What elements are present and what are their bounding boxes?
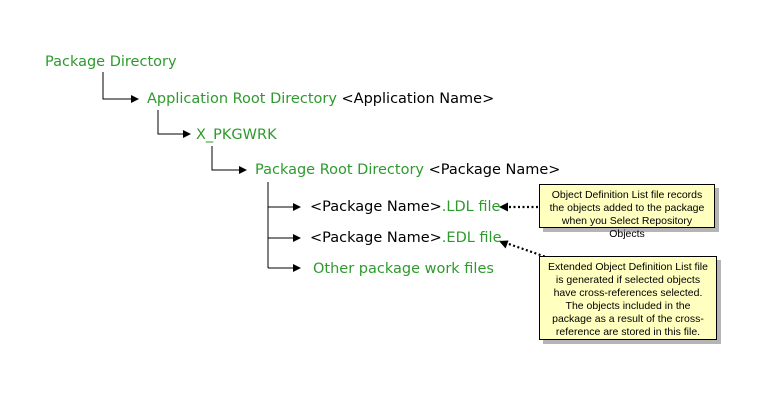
package-directory-label: Package Directory (45, 54, 177, 70)
edl-note: Extended Object Definition List file is … (539, 256, 717, 340)
pkgwrk-label: X_PKGWRK (196, 127, 277, 143)
edl-suffix: .EDL file (441, 230, 502, 246)
package-name-param: <Package Name> (428, 162, 561, 178)
edl-file-node: <Package Name>.EDL file (310, 229, 502, 247)
callout-edl-arrowhead (499, 240, 509, 249)
connector-package-root (211, 146, 247, 174)
app-root-label: Application Root Directory (147, 91, 337, 107)
callout-ldl-arrowhead (499, 202, 508, 212)
other-files-label: Other package work files (313, 261, 494, 277)
app-root-node: Application Root Directory <Application … (147, 90, 494, 108)
ldl-note: Object Definition List file records the … (539, 184, 715, 240)
ldl-param: <Package Name> (310, 199, 442, 215)
app-name-param: <Application Name> (341, 91, 495, 107)
edl-param: <Package Name> (310, 230, 442, 246)
ldl-suffix: .LDL file (441, 199, 501, 215)
connector-app-root (102, 72, 139, 103)
ldl-file-node: <Package Name>.LDL file (310, 198, 500, 216)
connector-pkgwrk (157, 110, 191, 138)
callout-edl-line (505, 241, 550, 260)
package-root-node: Package Root Directory <Package Name> (255, 161, 560, 179)
package-root-label: Package Root Directory (255, 162, 425, 178)
